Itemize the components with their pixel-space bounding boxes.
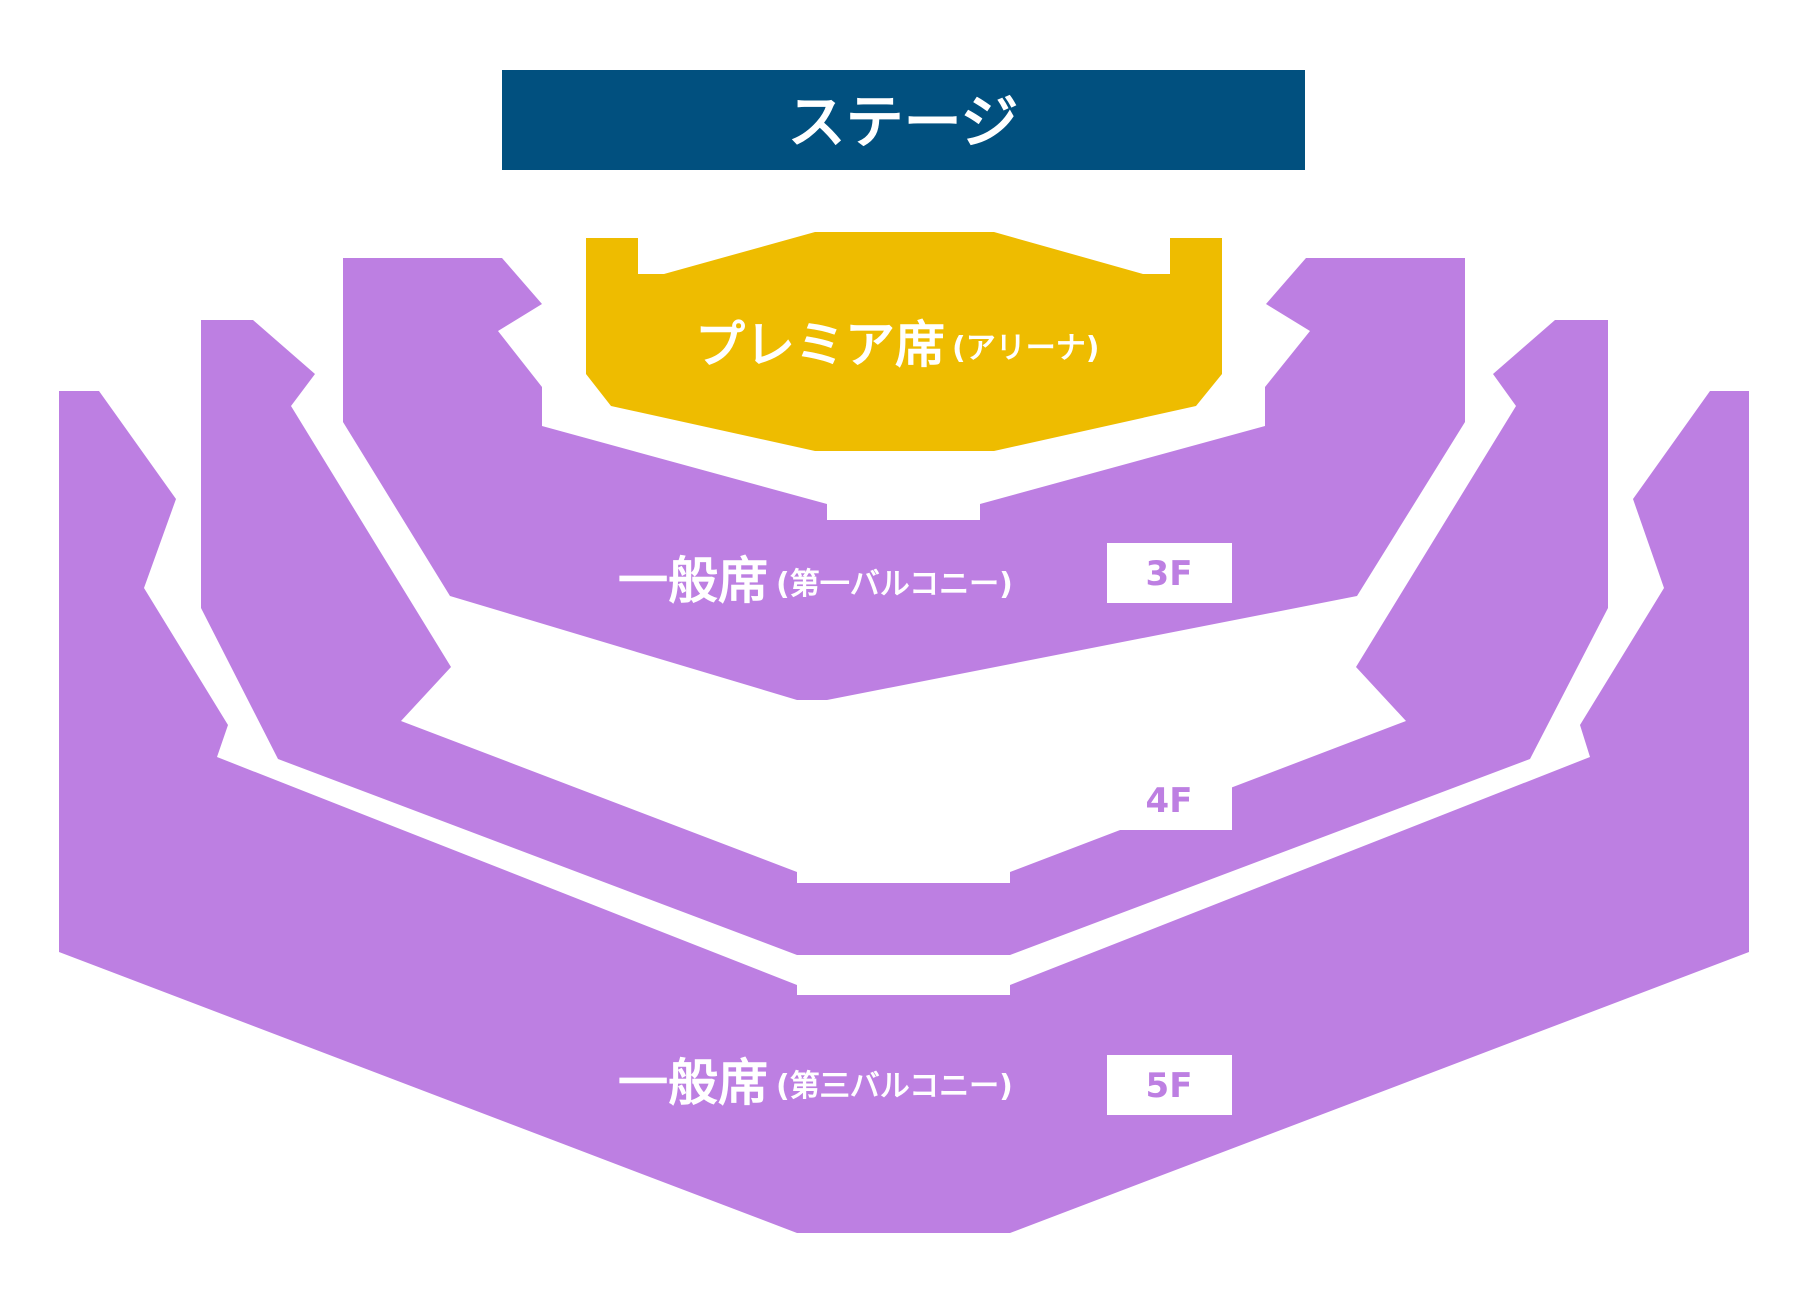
balcony2-label: 一般席 [618,771,768,829]
balcony1-label: 一般席 [618,552,768,610]
balcony3-sublabel: (第三バルコニー) [776,1069,1013,1104]
stage-label: ステージ [788,88,1019,156]
balcony1-sublabel: (第一バルコニー) [776,567,1013,602]
section-balcony2: 一般席 (第二バルコニー) 4F [201,320,1608,955]
floor-badge-3f-text: 3F [1146,554,1193,594]
balcony3-area[interactable] [59,391,1749,1233]
premier-label: プレミア席 [695,316,945,374]
stage-block[interactable] [502,70,1305,170]
floor-badge-5f-text: 5F [1146,1066,1193,1106]
floor-badge-3f: 3F [1107,543,1232,603]
floor-badge-5f: 5F [1107,1055,1232,1115]
premier-sublabel: (アリーナ) [952,331,1099,366]
stage: ステージ [502,70,1305,170]
section-premier: プレミア席 (アリーナ) [586,232,1222,451]
floor-badge-5f-box [1107,1055,1232,1115]
balcony3-label: 一般席 [618,1054,768,1112]
floor-badge-4f: 4F [1107,770,1232,830]
balcony2-sublabel: (第二バルコニー) [776,786,1013,821]
section-balcony1: 一般席 (第一バルコニー) 3F [343,258,1465,700]
floor-badge-3f-box [1107,543,1232,603]
section-balcony3: 一般席 (第三バルコニー) 5F [59,391,1749,1233]
floor-badge-4f-text: 4F [1146,781,1193,821]
balcony2-area[interactable] [201,320,1608,955]
floor-badge-4f-box [1107,770,1232,830]
premier-area[interactable] [586,232,1222,451]
